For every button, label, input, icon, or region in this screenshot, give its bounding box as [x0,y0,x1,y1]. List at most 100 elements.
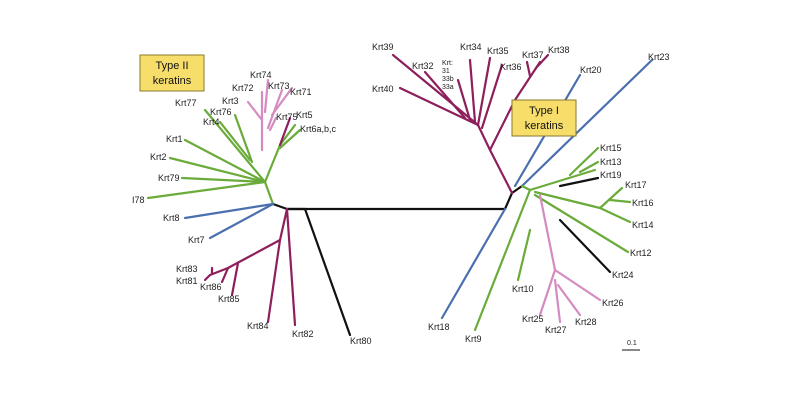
branch-krt17-16-14 [533,186,624,210]
branch-krt24 [558,218,612,274]
label-krt8: Krt8 [163,213,180,223]
branch-krt27 [553,278,562,324]
label-krt32: Krt32 [412,61,434,71]
label-krt6: Krt6a,b,c [300,124,337,134]
branch-krt23 [520,58,654,188]
label-krt74: Krt74 [250,70,272,80]
branch-krt14 [598,206,632,224]
branch-krt16 [608,198,632,204]
label-krt19: Krt19 [600,170,622,180]
branch-krt71 [270,86,294,117]
label-krt23: Krt23 [648,52,670,62]
type1-box-line2: keratins [525,120,564,132]
label-krt31: 31 [442,68,450,75]
branch-krt77 [203,108,267,184]
label-krt13: Krt13 [600,157,622,167]
stem-green-right [520,168,597,192]
label-krt5: Krt5 [296,110,313,120]
branch-krt6 [278,128,302,150]
type2-box-rect [139,54,205,92]
label-krt86: Krt86 [200,282,222,292]
backbone-left-node [271,202,307,211]
label-krt38: Krt38 [548,45,570,55]
branch-krt82 [285,207,297,327]
stem-type2-lower [278,207,289,242]
label-krt81: Krt81 [176,276,198,286]
branch-krt2 [168,156,267,184]
branch-krt76 [233,113,254,164]
scale-bar: 0.1 [622,340,640,351]
label-krt17: Krt17 [625,180,647,190]
branch-krt81 [203,273,212,282]
type2-box-line2: keratins [153,75,192,87]
branch-krt28 [556,283,582,317]
label-krt24: Krt24 [612,270,634,280]
label-krt80: Krt80 [350,336,372,346]
branch-krt35 [476,56,492,127]
leaf-labels: Krt39 Krt32 Krt: 31 33b 33a Krt34 Krt35 … [132,42,670,346]
branch-krt19 [558,176,600,188]
branch-krt75 [268,116,278,132]
label-krt1: Krt1 [166,134,183,144]
label-krt7: Krt7 [188,235,205,245]
label-krt85: Krt85 [218,294,240,304]
branch-krt18 [440,207,507,320]
label-krt83: Krt83 [176,264,198,274]
label-krt71: Krt71 [290,87,312,97]
label-krt3: Krt3 [222,96,239,106]
branch-krt15 [568,146,600,177]
label-krt15: Krt15 [600,143,622,153]
scale-bar-label: 0.1 [627,340,637,347]
label-krt28: Krt28 [575,317,597,327]
label-krt40: Krt40 [372,84,394,94]
branch-krt12 [533,193,630,254]
type1-clade [391,53,654,332]
branch-krt79 [180,176,267,184]
branch-krt86 [220,266,230,284]
branch-krt13 [578,160,600,174]
branch-krt4 [218,120,252,162]
label-krt-prefix: Krt: [442,60,453,67]
label-krt2: Krt2 [150,152,167,162]
stem-type1-magenta [476,123,514,195]
branch-krt7 [208,202,275,240]
branch-krt9 [473,188,532,332]
label-krt37: Krt37 [522,50,544,60]
label-krt77: Krt77 [175,98,197,108]
branch-krt85 [230,261,240,297]
branch-krt5 [278,116,292,147]
label-krt20: Krt20 [580,65,602,75]
branch-krt84 [266,238,282,324]
branch-krt34 [468,58,477,124]
branch-krt73 [266,88,284,130]
label-krt34: Krt34 [460,42,482,52]
label-krt14: Krt14 [632,220,654,230]
label-krt27: Krt27 [545,325,567,335]
backbone-right-node [503,184,524,211]
branch-krt39 [391,53,480,127]
branch-krt1 [183,138,267,184]
branch-krt5-6 [263,123,297,184]
label-krt82: Krt82 [292,329,314,339]
label-krt84: Krt84 [247,321,269,331]
label-krt75: Krt75 [276,112,298,122]
label-krt35: Krt35 [487,46,509,56]
branch-krt10 [516,228,532,282]
label-krt78: I78 [132,195,145,205]
label-krt10: Krt10 [512,284,534,294]
label-krt79: Krt79 [158,173,180,183]
branch-krt37 [525,60,532,78]
label-krt36: Krt36 [500,62,522,72]
label-krt4: Krt4 [203,117,220,127]
label-krt9: Krt9 [465,334,482,344]
branch-krt36 [480,63,504,130]
branch-krt26 [553,268,602,302]
branch-krt3 [246,100,264,122]
branch-krt25 [538,268,557,317]
backbone [271,184,524,337]
label-krt18: Krt18 [428,322,450,332]
branch-krt74 [263,78,270,114]
label-krt33b: 33b [442,76,454,83]
label-krt12: Krt12 [630,248,652,258]
